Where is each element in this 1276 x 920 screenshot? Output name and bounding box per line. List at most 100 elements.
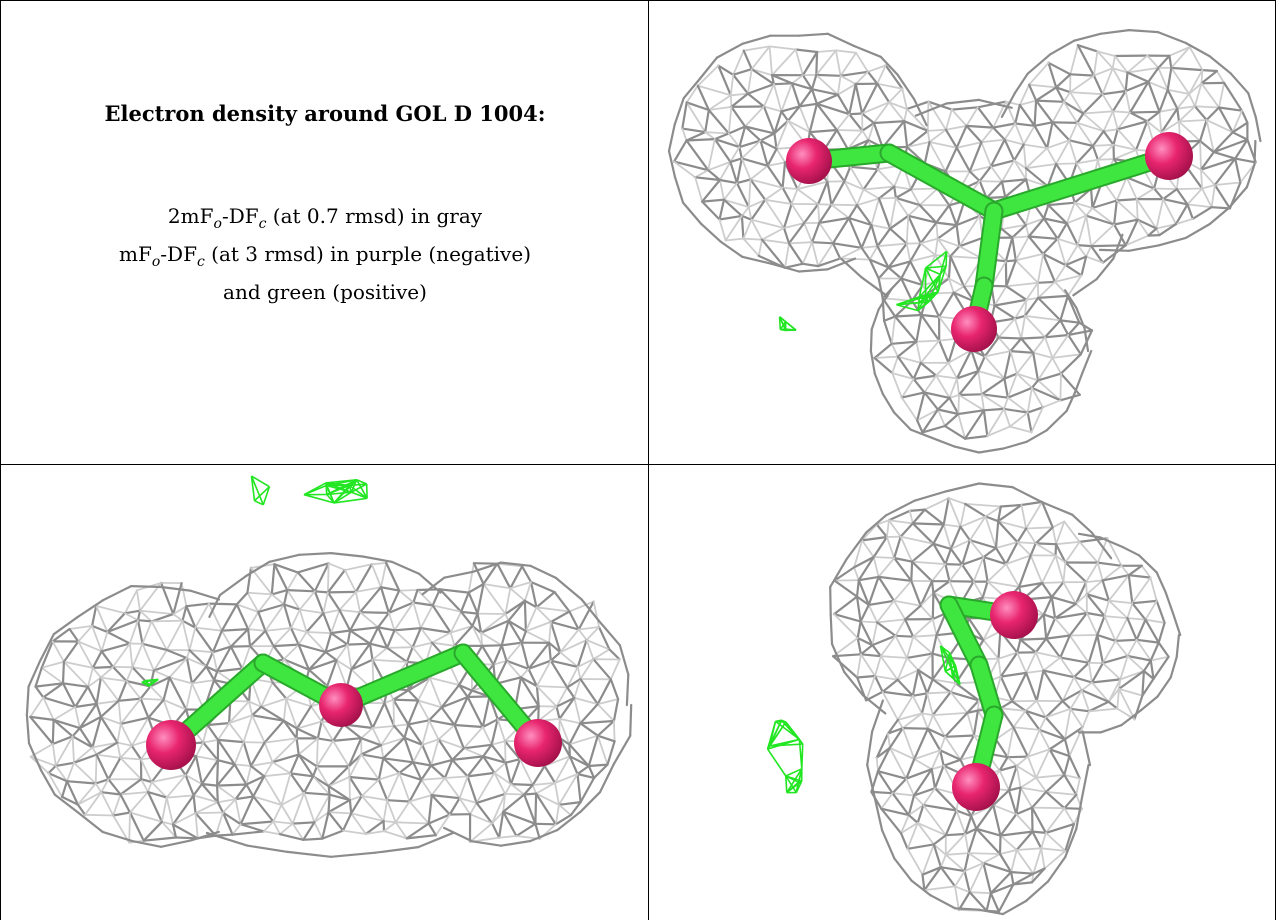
mesh-edge bbox=[419, 627, 452, 634]
mesh-edge bbox=[1103, 599, 1110, 618]
mesh-edge bbox=[245, 775, 266, 786]
mesh-edge bbox=[326, 591, 341, 612]
mesh-edge bbox=[764, 198, 793, 205]
mesh-edge bbox=[999, 849, 1018, 855]
mesh-edge bbox=[964, 833, 970, 855]
mesh-edge bbox=[791, 74, 804, 85]
mesh-edge bbox=[747, 68, 753, 95]
mesh-edge bbox=[547, 641, 562, 654]
positive-density-edge bbox=[144, 680, 149, 686]
mesh-edge bbox=[504, 783, 512, 795]
mesh-edge bbox=[280, 772, 292, 806]
mesh-edge bbox=[398, 771, 423, 781]
mesh-edge bbox=[360, 727, 374, 740]
mesh-edge bbox=[40, 640, 54, 669]
mesh-edge bbox=[853, 555, 875, 569]
mesh-edge bbox=[34, 666, 43, 688]
mesh-edge bbox=[1013, 143, 1025, 162]
mesh-edge bbox=[1064, 561, 1088, 584]
mesh-edge bbox=[816, 49, 837, 53]
mesh-edge bbox=[1012, 881, 1033, 886]
mesh-edge bbox=[861, 121, 875, 132]
mesh-contour bbox=[700, 223, 722, 243]
mesh-edge bbox=[330, 632, 349, 646]
mesh-edge bbox=[1170, 67, 1190, 95]
mesh-edge bbox=[443, 777, 461, 800]
mesh-edge bbox=[1054, 602, 1077, 620]
gray-2fo-fc-mesh bbox=[667, 29, 1262, 454]
mesh-contour bbox=[719, 240, 744, 258]
mesh-edge bbox=[347, 753, 363, 768]
mesh-edge bbox=[980, 141, 992, 168]
mesh-edge bbox=[1033, 99, 1038, 127]
mesh-edge bbox=[984, 515, 997, 549]
mesh-edge bbox=[1014, 259, 1039, 284]
mesh-edge bbox=[1092, 67, 1114, 77]
mesh-edge bbox=[74, 702, 98, 709]
mesh-contour bbox=[1139, 695, 1159, 712]
mesh-edge bbox=[911, 560, 934, 583]
mesh-edge bbox=[871, 644, 882, 658]
mesh-edge bbox=[833, 566, 856, 582]
mesh-edge bbox=[40, 660, 65, 669]
mesh-contour bbox=[286, 850, 333, 858]
positive-density-edge bbox=[918, 291, 939, 304]
mesh-edge bbox=[1200, 69, 1219, 85]
positive-density-edge bbox=[250, 476, 256, 501]
mesh-edge bbox=[524, 581, 532, 602]
mesh-edge bbox=[718, 214, 744, 221]
mesh-edge bbox=[47, 772, 69, 783]
oxygen-atom bbox=[786, 138, 832, 184]
figure-legend: 2mFo-DFc (at 0.7 rmsd) in gray mFo-DFc (… bbox=[1, 201, 648, 307]
legend-sub: c bbox=[196, 254, 205, 270]
mesh-edge bbox=[68, 624, 93, 630]
mesh-edge bbox=[912, 634, 938, 638]
positive-density-mesh bbox=[766, 719, 804, 794]
mesh-edge bbox=[1068, 634, 1090, 664]
mesh-edge bbox=[1234, 157, 1257, 164]
mesh-contour bbox=[1081, 349, 1093, 375]
positive-density-edge bbox=[924, 267, 939, 293]
mesh-edge bbox=[78, 727, 94, 749]
mesh-edge bbox=[848, 112, 864, 116]
mesh-edge bbox=[975, 804, 995, 830]
positive-density-edge bbox=[351, 483, 368, 493]
mesh-edge bbox=[553, 590, 571, 613]
mesh-edge bbox=[116, 741, 133, 747]
mesh-edge bbox=[912, 374, 938, 381]
mesh-edge bbox=[286, 571, 299, 591]
mesh-edge bbox=[1146, 110, 1161, 123]
mesh-edge bbox=[117, 697, 142, 702]
mesh-edge bbox=[673, 139, 688, 163]
mesh-edge bbox=[131, 666, 155, 672]
mesh-edge bbox=[912, 377, 926, 394]
mesh-edge bbox=[505, 641, 523, 662]
mesh-edge bbox=[1045, 617, 1057, 640]
mesh-contour bbox=[769, 262, 801, 273]
mesh-edge bbox=[326, 659, 338, 687]
mesh-edge bbox=[216, 763, 236, 787]
mesh-edge bbox=[554, 781, 560, 806]
mesh-edge bbox=[879, 655, 908, 659]
mesh-edge bbox=[1127, 574, 1152, 579]
mesh-edge bbox=[890, 342, 899, 358]
mesh-edge bbox=[1046, 139, 1071, 150]
mesh-edge bbox=[160, 796, 168, 823]
mesh-edge bbox=[313, 562, 330, 593]
mesh-edge bbox=[246, 591, 273, 596]
mesh-edge bbox=[905, 777, 915, 797]
mesh-contour bbox=[861, 694, 887, 715]
mesh-contour bbox=[1157, 236, 1187, 247]
mesh-edge bbox=[382, 757, 415, 764]
mesh-edge bbox=[1131, 599, 1158, 605]
mesh-edge bbox=[1062, 581, 1077, 605]
mesh-edge bbox=[999, 503, 1023, 508]
mesh-edge bbox=[1114, 638, 1138, 642]
mesh-edge bbox=[1064, 244, 1079, 267]
mesh-edge bbox=[398, 772, 411, 803]
mesh-edge bbox=[998, 764, 1018, 772]
mesh-edge bbox=[596, 734, 616, 743]
mesh-edge bbox=[862, 185, 896, 191]
mesh-edge bbox=[338, 608, 352, 632]
mesh-edge bbox=[907, 214, 938, 224]
